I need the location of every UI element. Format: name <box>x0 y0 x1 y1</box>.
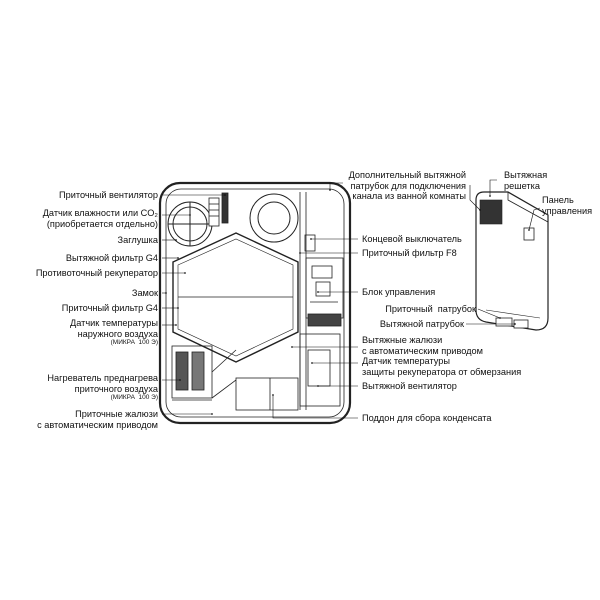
label-control-panel: Панель управления <box>542 195 593 216</box>
label-humidity-sensor: Датчик влажности или CO₂ (приобретается … <box>42 208 158 229</box>
label-supply-fan: Приточный вентилятор <box>59 190 158 200</box>
label-supply-filter-g4: Приточный фильтр G4 <box>61 303 158 313</box>
label-exhaust-filter-g4: Вытяжной фильтр G4 <box>65 253 158 263</box>
preheater-shape <box>171 345 213 401</box>
label-outdoor-temp-sensor-note: (МИКРА 100 Э) <box>110 339 158 346</box>
fan-motor-stack <box>208 192 229 227</box>
condensate-tray-shape <box>235 377 299 411</box>
supply-fan-shape <box>167 201 213 247</box>
label-frost-sensor: Датчик температуры защиты рекуператора о… <box>362 356 522 377</box>
label-extra-exhaust-pipe: Дополнительный вытяжной патрубок для под… <box>348 170 466 201</box>
leader-lines-left <box>162 194 226 415</box>
label-condensate-tray: Поддон для сбора конденсата <box>362 413 492 423</box>
label-supply-shutters: Приточные жалюзи с автоматическим привод… <box>37 409 158 430</box>
recuperator-shape <box>172 232 299 363</box>
label-exhaust-pipe: Вытяжной патрубок <box>379 319 464 329</box>
label-preheater-note: (МИКРА 100 Э) <box>110 394 158 401</box>
leader-lines-external <box>466 179 541 325</box>
control-unit-shape <box>305 257 344 327</box>
label-exhaust-shutters: Вытяжные жалюзи с автоматическим приводо… <box>362 335 483 356</box>
label-exhaust-grille: Вытяжная решетка <box>504 170 548 191</box>
label-counterflow-recuperator: Противоточный рекуператор <box>35 268 158 278</box>
label-supply-filter-f8: Приточный фильтр F8 <box>362 248 457 258</box>
leader-lines-right <box>272 182 358 419</box>
label-exhaust-fan: Вытяжной вентилятор <box>362 381 457 391</box>
label-limit-switch: Концевой выключатель <box>362 234 462 244</box>
exhaust-opening-shape <box>249 193 299 243</box>
right-channel <box>299 192 316 410</box>
label-outdoor-temp-sensor: Датчик температуры наружного воздуха <box>70 318 158 339</box>
label-control-unit: Блок управления <box>362 287 436 297</box>
external-unit-view <box>475 191 549 331</box>
label-preheater: Нагреватель преднагрева приточного возду… <box>47 373 158 394</box>
unit-housing <box>158 181 352 425</box>
label-supply-pipe: Приточный патрубок <box>385 304 476 314</box>
label-plug: Заглушка <box>117 235 158 245</box>
supply-shutters-shape <box>211 349 237 399</box>
label-lock: Замок <box>131 288 158 298</box>
